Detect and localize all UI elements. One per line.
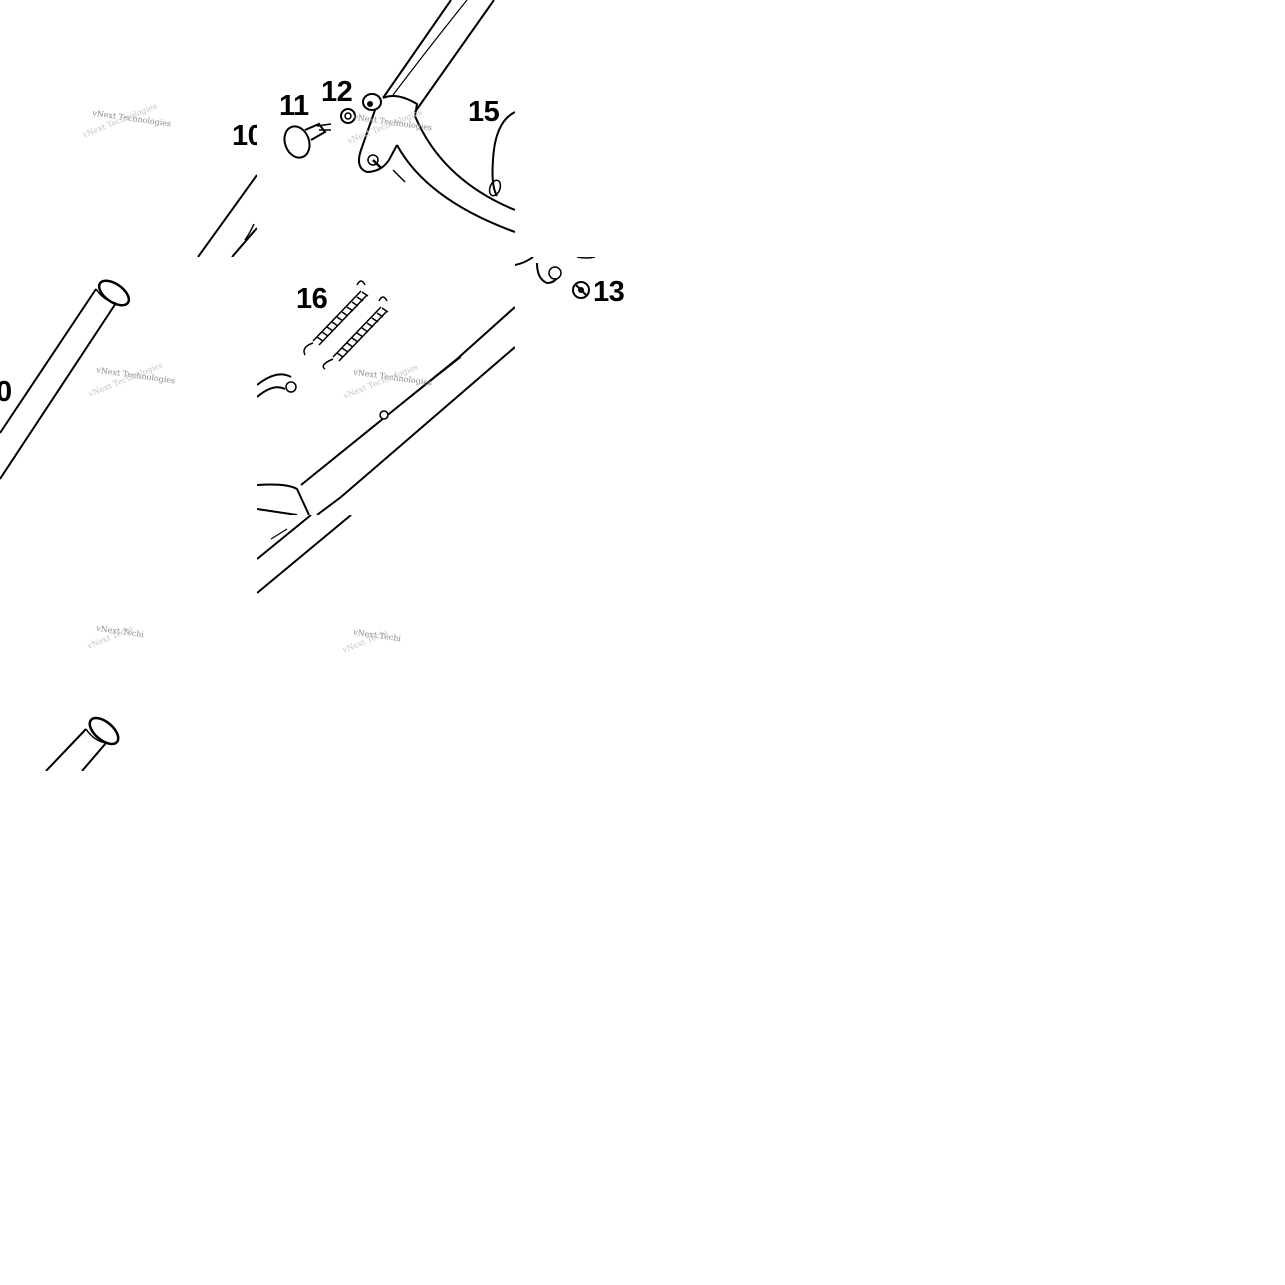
diagram-tile-top-left: 10 vNext Technologies vNext Technologies	[0, 0, 257, 257]
diagram-tile-lower-middle: vNext Techi vNext Techi	[257, 601, 427, 681]
callout-15: 15	[468, 96, 500, 128]
springs-frame-drawing	[257, 280, 515, 515]
diagram-tile-top-middle: 11 12 15 vNext Technologies vNext Techno…	[257, 0, 515, 257]
diagram-tile-middle-left: 0 vNext Technologies vNext Technologies	[0, 257, 257, 515]
diagram-tile-lower-center	[257, 515, 515, 601]
callout-10-partial: 0	[0, 376, 12, 408]
diagram-tile-lower-left: vNext Techi vNext Techi	[0, 601, 257, 771]
diagram-tile-center: 16 vNext Technologies vNext Technologies	[257, 257, 515, 515]
pin-drawing	[0, 279, 131, 480]
callout-16: 16	[296, 283, 328, 315]
frame-leg-drawing	[197, 174, 257, 257]
callout-10: 10	[232, 120, 257, 152]
pin-head-drawing	[45, 716, 120, 771]
callout-13: 13	[593, 276, 625, 303]
diagram-tile-strip-13: 13	[515, 257, 635, 302]
callout-12: 12	[321, 76, 353, 108]
frame-upper-drawing	[283, 0, 515, 233]
nut-13-drawing	[515, 257, 596, 299]
callout-11: 11	[279, 90, 309, 122]
frame-lower-drawing	[257, 515, 352, 594]
